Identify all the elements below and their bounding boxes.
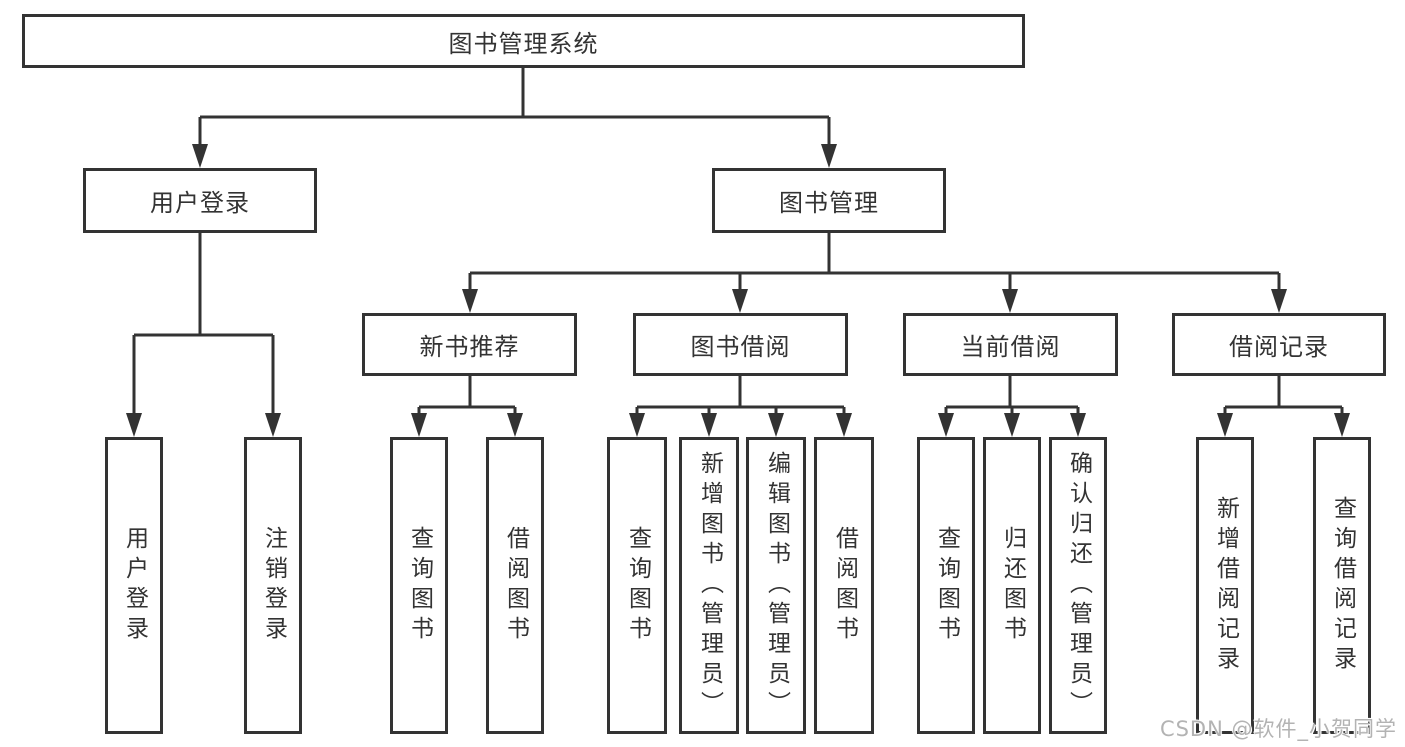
arrowhead-icon [836,413,852,437]
leaf-label: 新增图书（管理员） [696,450,723,721]
leaf-borrow-book: 借阅图书 [814,437,874,734]
arrowhead-icon [462,289,478,313]
leaf-label: 用户登录 [121,525,148,646]
leaf-add-book-admin: 新增图书（管理员） [679,437,739,734]
edge-borrow-record-to-leaves [1223,376,1344,415]
node-label: 用户登录 [150,189,250,217]
arrowhead-icon [1070,413,1086,437]
arrowhead-icon [192,144,208,168]
arrowhead-icon [768,413,784,437]
node-label: 借阅记录 [1229,333,1329,361]
leaf-label: 确认归还（管理员） [1065,450,1092,721]
leaf-query-book-recommend: 查询图书 [390,437,448,734]
edge-user-login-to-leaves [132,233,275,415]
leaf-label: 注销登录 [260,525,287,646]
arrowhead-icon [507,413,523,437]
leaf-label: 新增借阅记录 [1212,495,1239,676]
edge-current-borrow-to-leaves [944,376,1080,415]
node-book-borrow: 图书借阅 [633,313,848,376]
node-label: 图书管理 [779,189,879,217]
leaf-edit-book-admin: 编辑图书（管理员） [746,437,806,734]
node-user-login: 用户登录 [83,168,317,233]
leaf-return-book: 归还图书 [983,437,1041,734]
node-current-borrow: 当前借阅 [903,313,1118,376]
leaf-query-book-borrow: 查询图书 [607,437,667,734]
leaf-label: 编辑图书（管理员） [763,450,790,721]
node-label: 当前借阅 [960,333,1061,361]
arrowhead-icon [411,413,427,437]
leaf-label: 查询图书 [933,525,960,646]
edge-new-book-recommend-to-leaves [417,376,517,415]
node-new-book-recommend: 新书推荐 [362,313,577,376]
leaf-label: 借阅图书 [831,525,858,646]
arrowhead-icon [821,144,837,168]
arrowhead-icon [938,413,954,437]
arrowhead-icon [1217,413,1233,437]
node-book-management: 图书管理 [712,168,946,233]
leaf-label: 归还图书 [999,525,1026,646]
arrowhead-icon [629,413,645,437]
leaf-label: 查询图书 [624,525,651,646]
node-label: 新书推荐 [419,333,520,361]
leaf-query-borrow-record: 查询借阅记录 [1313,437,1371,734]
leaf-add-borrow-record: 新增借阅记录 [1196,437,1254,734]
arrowhead-icon [732,289,748,313]
arrowhead-icon [1271,289,1287,313]
edge-book-management-to-level3 [468,233,1281,291]
arrowhead-icon [701,413,717,437]
leaf-query-book-current: 查询图书 [917,437,975,734]
leaf-label: 查询借阅记录 [1329,495,1356,676]
arrowhead-icon [126,413,142,437]
leaf-logout: 注销登录 [244,437,302,734]
leaf-confirm-return-admin: 确认归还（管理员） [1049,437,1107,734]
leaf-user-login: 用户登录 [105,437,163,734]
node-borrow-record: 借阅记录 [1172,313,1386,376]
leaf-borrow-book-recommend: 借阅图书 [486,437,544,734]
edge-root-to-level2 [198,68,831,146]
arrowhead-icon [265,413,281,437]
arrowhead-icon [1004,413,1020,437]
node-library-management-system: 图书管理系统 [22,14,1025,68]
arrowhead-icon [1002,289,1018,313]
arrowhead-icon [1334,413,1350,437]
edge-book-borrow-to-leaves [635,376,846,415]
csdn-watermark: CSDN @软件_小贺同学 [1159,717,1397,741]
leaf-label: 借阅图书 [502,525,529,646]
node-label: 图书借阅 [690,333,791,361]
node-label: 图书管理系统 [448,29,599,58]
leaf-label: 查询图书 [406,525,433,646]
